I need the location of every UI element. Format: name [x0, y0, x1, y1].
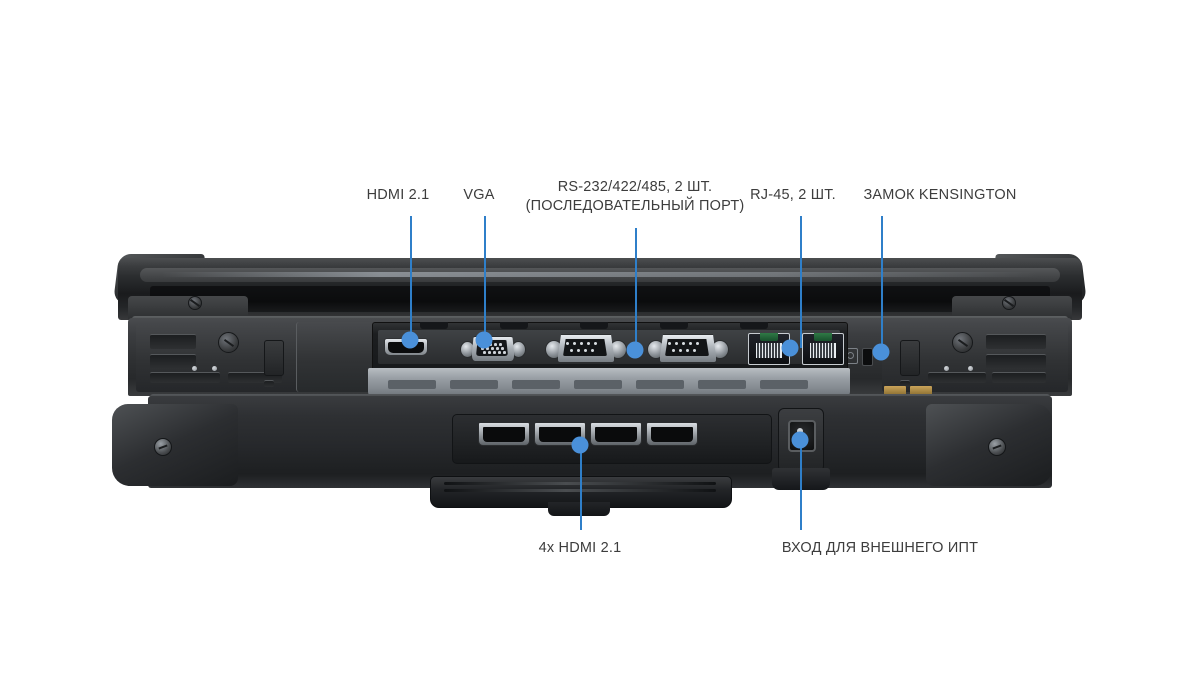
callout-marker-external-psu-input[interactable] — [791, 431, 809, 449]
callout-leader-line-rj-45 — [800, 216, 802, 348]
callout-leader-line-kensington-lock — [881, 216, 883, 352]
callout-marker-hdmi-4x[interactable] — [571, 436, 589, 454]
callout-marker-vga[interactable] — [475, 331, 493, 349]
power-jack-pin — [797, 428, 803, 434]
callout-marker-rj-45[interactable] — [781, 339, 799, 357]
callout-leader-line-hdmi-2-1 — [410, 216, 412, 340]
callout-label-serial-rs-232: RS-232/422/485, 2 ШТ. (ПОСЛЕДОВАТЕЛЬНЫЙ … — [525, 179, 745, 214]
lid-dark-band — [150, 286, 1050, 312]
callout-marker-serial-rs-232[interactable] — [626, 341, 644, 359]
base-corner-bumper-left — [112, 404, 238, 486]
callout-label-rj-45: RJ-45, 2 ШТ. — [750, 187, 836, 203]
lid-highlight — [160, 272, 1040, 277]
rj45-port-2 — [802, 333, 844, 365]
callout-label-external-psu-input: ВХОД ДЛЯ ВНЕШНЕГО ИПТ — [781, 540, 979, 556]
callout-label-vga: VGA — [463, 187, 495, 203]
callout-leader-line-vga — [484, 216, 486, 340]
callout-leader-line-serial-rs-232 — [635, 228, 637, 350]
vga-port — [460, 336, 526, 362]
contact-pad-1 — [884, 386, 906, 395]
hdmi-port-bottom-3 — [590, 422, 642, 446]
bumper-screw-left — [154, 438, 172, 456]
base-corner-bumper-right — [926, 404, 1052, 486]
kensington-lock-slot — [862, 348, 873, 366]
hdmi-port-bottom-4 — [646, 422, 698, 446]
contact-pad-2 — [910, 386, 932, 395]
access-door-panel — [296, 322, 373, 392]
callout-label-hdmi-4x: 4x HDMI 2.1 — [538, 540, 622, 556]
docking-rail-tab — [548, 502, 610, 516]
chassis-bolt-right — [952, 332, 973, 353]
callout-label-kensington-lock: ЗАМОК KENSINGTON — [863, 187, 1017, 203]
hdmi-port-bottom-1 — [478, 422, 530, 446]
callout-marker-kensington-lock[interactable] — [872, 343, 890, 361]
side-panel-right — [882, 324, 1068, 392]
bumper-screw-right — [988, 438, 1006, 456]
serial-port-1 — [545, 334, 627, 363]
hinge-screw-right — [1002, 296, 1016, 310]
hinge-screw-left — [188, 296, 202, 310]
callout-leader-line-hdmi-4x — [580, 445, 582, 530]
callout-marker-hdmi-2-1[interactable] — [401, 331, 419, 349]
serial-port-2 — [647, 334, 729, 363]
chassis-bolt-left — [218, 332, 239, 353]
callout-label-hdmi-2-1: HDMI 2.1 — [366, 187, 430, 203]
callout-leader-line-external-psu-input — [800, 440, 802, 530]
